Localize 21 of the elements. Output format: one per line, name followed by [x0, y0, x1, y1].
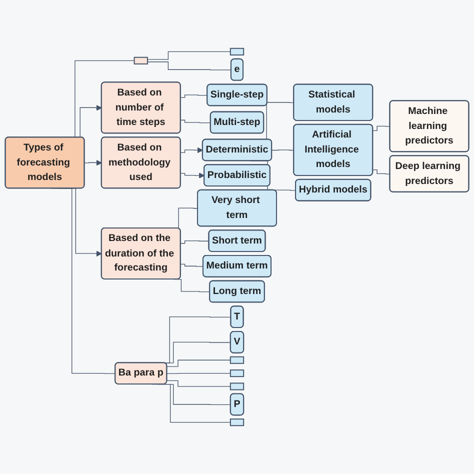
connector: [166, 372, 231, 374]
connector: [147, 62, 232, 70]
arrow: [180, 172, 205, 178]
connector: [372, 169, 390, 174]
arrow: [180, 147, 204, 154]
connector: [180, 94, 208, 98]
connector: [166, 360, 231, 367]
connector: [166, 380, 231, 387]
connector: [272, 150, 294, 151]
node-box: [230, 356, 244, 364]
connector: [180, 240, 210, 244]
connector: [372, 126, 390, 132]
node-box: [230, 48, 244, 56]
node-box: [230, 382, 244, 390]
arrow: [84, 160, 102, 166]
connector: [147, 51, 231, 60]
node-box: [230, 418, 244, 426]
node-box: [230, 370, 244, 378]
connector: [180, 264, 204, 267]
node-box: [134, 56, 148, 64]
connector: [180, 120, 212, 124]
